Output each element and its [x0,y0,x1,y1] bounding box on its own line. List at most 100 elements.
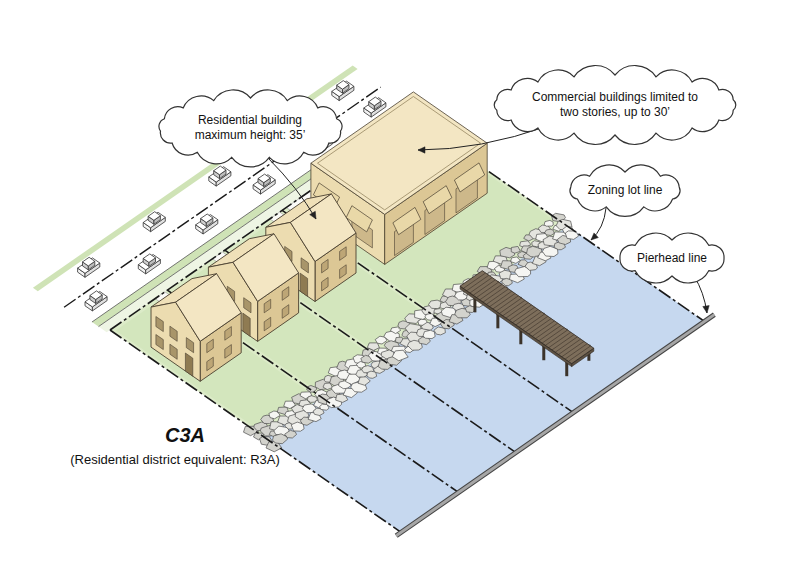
window [282,305,289,319]
pierhead-line-outline [396,315,714,536]
pier-plank [506,303,528,318]
car-body [85,292,107,311]
roof [290,194,356,262]
car-body [332,81,354,100]
window [244,298,251,313]
car-body [253,175,275,194]
callout-cloud: Zoning lot line [562,164,688,216]
rock [358,377,370,386]
callout-text: Commercial buildings limited to two stor… [528,90,703,120]
window [340,247,347,261]
window [322,259,329,273]
window [207,339,214,353]
pier-plank [509,305,531,320]
arrowhead [418,147,425,153]
window [322,277,329,291]
car-cabin [369,97,381,110]
door [185,353,192,376]
car-body [143,212,165,231]
house [151,274,241,382]
pierhead-line [396,315,714,536]
pier-plank [477,282,499,297]
car-cabin [143,254,155,267]
pier [460,271,594,376]
pier-plank [539,325,561,340]
pier-plank [526,316,548,331]
pier-plank [516,309,538,324]
pier-plank [565,344,587,359]
window [156,335,163,350]
car-cabin-top [337,81,349,90]
window [170,326,177,341]
car-body-top [196,215,218,230]
window [225,327,232,341]
window [225,345,232,359]
commercial-building-top [311,92,487,214]
car-cabin [337,81,349,94]
pier-plank [503,300,525,315]
car-cabin-top [201,214,213,223]
leader-line [591,208,606,240]
car-cabin-top [258,174,270,183]
car-body [209,167,231,186]
rock [367,343,379,351]
rock [285,430,297,438]
car-cabin-top [214,166,226,175]
caption-box: (Residential district equivalent: R3A) [50,452,300,467]
car-body-top [78,258,100,273]
rock [423,330,435,338]
window [156,317,163,332]
car-cabin [90,291,102,304]
car-cabin [201,214,213,227]
car-cabin [214,166,226,179]
pier-deck [460,271,594,364]
window [301,258,308,273]
callout-text: Pierhead line [637,251,707,266]
window [264,299,271,313]
pier-plank [500,298,522,313]
car-body-top [143,212,165,227]
pier-plank [532,321,554,336]
arrowhead [591,233,598,240]
callout-text-group: Pierhead line [637,251,707,266]
leader-path [591,208,606,240]
car-body-top [332,81,354,96]
roof [233,234,299,302]
pier-plank [493,294,515,309]
title-box: C3A [130,424,240,447]
car-cabin-top [369,97,381,106]
pier-plank [490,291,512,306]
car-body-top [85,292,107,307]
district-caption: (Residential district equivalent: R3A) [50,452,300,467]
pier-plank [529,319,551,334]
rock [545,229,555,235]
callout-cloud: Commercial buildings limited to two stor… [487,67,743,143]
pier-plank [470,278,492,293]
pier-plank [559,339,581,354]
car-cabin [83,257,95,270]
callout-text: Zoning lot line [588,183,663,198]
roof [176,274,242,342]
leader-path [268,158,316,219]
pier-plank [555,337,577,352]
window [264,317,271,331]
callout-cloud: Pierhead line [612,232,732,284]
callout-text-group: Zoning lot line [588,183,663,198]
arrowhead [703,306,709,313]
pier-plank [480,284,502,299]
pier-plank [467,275,489,290]
zoning-lot-line [110,330,401,532]
leader-line [268,158,316,219]
pier-plank [463,273,485,288]
window [340,265,347,279]
window [282,287,289,301]
rock [511,257,521,264]
pier-plank [486,289,508,304]
window [207,357,214,371]
car-cabin [258,174,270,187]
pier-plank [483,287,505,302]
pier-plank [549,332,571,347]
rock [565,231,578,240]
district-title: C3A [130,424,240,447]
